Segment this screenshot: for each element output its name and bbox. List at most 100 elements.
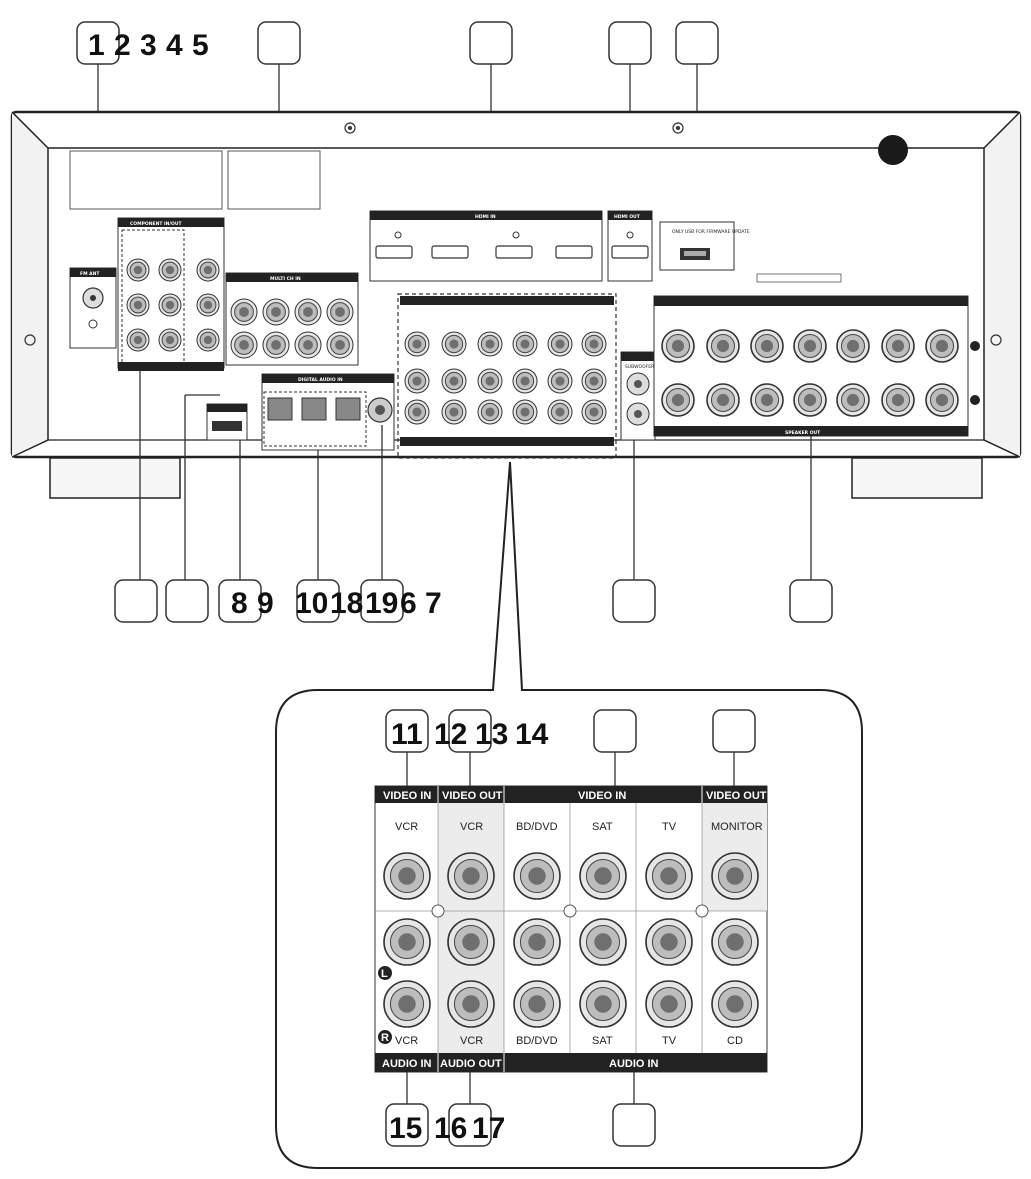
usb-note-label: ONLY USB FOR FIRMWARE UPDATE: [672, 229, 750, 235]
zoom-channel-r: R: [381, 1032, 389, 1044]
component-rca-jack: [126, 293, 150, 317]
speaker-out-terminals: SPEAKER OUT: [653, 295, 980, 437]
speaker-terminal: [881, 383, 915, 417]
speaker-terminal: [750, 383, 784, 417]
speaker-terminal: [925, 329, 959, 363]
panel-rca-jack: [547, 399, 573, 425]
callout-13: 13: [475, 718, 508, 751]
panel-rca-jack: [477, 399, 503, 425]
callout-2: 2: [114, 29, 131, 62]
speaker-out-label: SPEAKER OUT: [785, 430, 821, 436]
hdmi-in-ports: HDMI IN: [369, 210, 603, 282]
zoom-callouts-bottom: 15 16 17: [385, 1103, 656, 1147]
zoom-col-top-2: VCR: [460, 821, 483, 833]
component-label: COMPONENT IN/OUT: [130, 221, 183, 227]
panel-rca-jack: [477, 368, 503, 394]
callout-15: 15: [389, 1112, 422, 1145]
speaker-terminal: [661, 383, 695, 417]
usb-firmware-port: ONLY USB FOR FIRMWARE UPDATE: [659, 221, 750, 271]
multich-rca-jack: [262, 298, 290, 326]
multich-rca-jack: [294, 298, 322, 326]
component-jacks: COMPONENT IN/OUT: [117, 217, 225, 371]
zoom-col-bottom-3: BD/DVD: [516, 1035, 558, 1047]
zoom-col-bottom-6: CD: [727, 1035, 743, 1047]
callout-7: 7: [425, 587, 442, 620]
zoom-rca-jack: [711, 918, 759, 966]
component-rca-jack: [158, 328, 182, 352]
usb-front-port: [206, 403, 248, 441]
zoom-header-video-in-1: VIDEO IN: [383, 790, 431, 802]
speaker-terminal: [706, 329, 740, 363]
multich-rca-jack: [326, 331, 354, 359]
component-rca-jack: [126, 328, 150, 352]
speaker-terminal: [661, 329, 695, 363]
fm-antenna-jack: FM ANT: [69, 267, 117, 349]
speaker-terminal: [836, 329, 870, 363]
hdmi-out-label: HDMI OUT: [614, 214, 641, 220]
zoom-rca-jack: [513, 852, 561, 900]
zoom-col-top-6: MONITOR: [711, 821, 763, 833]
component-rca-jack: [158, 258, 182, 282]
speaker-terminal: [793, 383, 827, 417]
callout-14: 14: [515, 718, 549, 751]
zoom-header-video-out-2: VIDEO OUT: [706, 790, 767, 802]
speaker-terminal: [881, 329, 915, 363]
speaker-terminal: [793, 329, 827, 363]
zoom-rca-jack: [645, 980, 693, 1028]
callout-12: 12: [434, 718, 467, 751]
multich-rca-jack: [326, 298, 354, 326]
zoom-rca-jack: [383, 918, 431, 966]
zoom-top-leaders: [406, 752, 735, 786]
callout-9: 9: [257, 587, 274, 620]
speaker-terminal: [750, 329, 784, 363]
panel-rca-jack: [404, 399, 430, 425]
panel-rca-jack: [404, 368, 430, 394]
zoom-col-top-5: TV: [662, 821, 677, 833]
panel-rca-jack: [547, 368, 573, 394]
speaker-terminal: [925, 383, 959, 417]
zoom-rca-jack: [447, 852, 495, 900]
video-audio-block: [397, 293, 617, 459]
subwoofer-label: SUBWOOFER OUT: [625, 364, 665, 370]
digital-audio-label: DIGITAL AUDIO IN: [298, 377, 343, 383]
zoom-rca-jack: [383, 852, 431, 900]
zoom-col-top-4: SAT: [592, 821, 613, 833]
zoom-rca-jack: [447, 918, 495, 966]
multich-rca-jack: [262, 331, 290, 359]
component-rca-jack: [158, 293, 182, 317]
callout-box-empty: [257, 21, 301, 65]
callout-3: 3: [140, 29, 157, 62]
callout-18: 18: [330, 587, 363, 620]
panel-rca-jack: [404, 331, 430, 357]
panel-rca-jack: [547, 331, 573, 357]
multi-channel-jacks: MULTI CH IN: [225, 272, 359, 366]
callout-11: 11: [391, 718, 423, 751]
zoom-rca-jack: [447, 980, 495, 1028]
callout-16: 16: [434, 1112, 467, 1145]
fm-ant-label: FM ANT: [80, 271, 100, 277]
zoom-panel: VIDEO IN VIDEO OUT VIDEO IN VIDEO OUT AU…: [374, 785, 768, 1073]
zoom-rca-jack: [513, 918, 561, 966]
multich-rca-jack: [230, 331, 258, 359]
component-rca-jack: [196, 293, 220, 317]
panel-rca-jack: [581, 399, 607, 425]
panel-rca-jack: [581, 331, 607, 357]
zoom-rca-jack: [711, 980, 759, 1028]
zoom-rca-jack: [711, 852, 759, 900]
zoom-channel-l: L: [381, 968, 388, 980]
multi-ch-label: MULTI CH IN: [270, 276, 301, 282]
panel-rca-jack: [441, 331, 467, 357]
zoom-header-video-in-2: VIDEO IN: [578, 790, 626, 802]
zoom-rca-jack: [579, 852, 627, 900]
callout-4: 4: [166, 29, 183, 62]
callout-box-empty: [469, 21, 513, 65]
zoom-rca-jack: [579, 918, 627, 966]
top-callouts: 1 2 3 4 5: [76, 21, 719, 65]
panel-rca-jack: [441, 399, 467, 425]
panel-rca-jack: [477, 331, 503, 357]
digital-audio-jacks: DIGITAL AUDIO IN: [261, 373, 395, 451]
panel-rca-jack: [581, 368, 607, 394]
zoom-col-bottom-5: TV: [662, 1035, 677, 1047]
speaker-terminal: [706, 383, 740, 417]
